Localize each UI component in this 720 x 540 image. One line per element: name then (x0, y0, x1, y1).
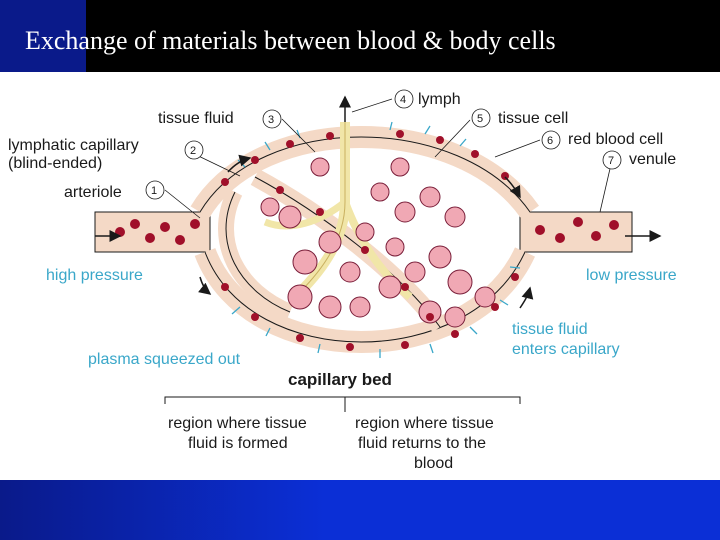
label-tissue-cell: tissue cell (498, 110, 568, 127)
label-arteriole: arteriole (64, 184, 122, 201)
label-region-returns-2: fluid returns to the (358, 435, 486, 452)
capillary-bed-diagram: 3 4 5 6 7 2 1 tissue fluid lymph tissue … (0, 72, 720, 480)
flow-arrow-bottom-right (520, 288, 530, 308)
label-blind-ended: (blind-ended) (8, 155, 102, 172)
slide-title: Exchange of materials between blood & bo… (25, 26, 556, 56)
label-tissue-fluid: tissue fluid (158, 110, 234, 127)
label-region-returns-3: blood (414, 455, 453, 472)
label-capillary-bed: capillary bed (288, 370, 392, 389)
badge-4: 4 (400, 94, 406, 106)
tissue-cells (261, 158, 495, 327)
badge-5: 5 (477, 113, 483, 125)
badge-7: 7 (608, 155, 614, 167)
footer-bar (0, 480, 720, 540)
label-high-pressure: high pressure (46, 267, 143, 284)
label-region-formed-1: region where tissue (168, 415, 307, 432)
label-low-pressure: low pressure (586, 267, 677, 284)
badge-2: 2 (190, 145, 196, 157)
badge-1: 1 (151, 185, 157, 197)
label-region-formed-2: fluid is formed (188, 435, 288, 452)
label-region-returns-1: region where tissue (355, 415, 494, 432)
badge-3: 3 (268, 114, 274, 126)
label-plasma-squeezed-out: plasma squeezed out (88, 351, 241, 368)
label-tissue-fluid-enters-2: enters capillary (512, 341, 620, 358)
label-lymph: lymph (418, 91, 461, 108)
arteriole-vessel (95, 212, 210, 252)
region-bracket (165, 397, 520, 412)
label-lymphatic-capillary: lymphatic capillary (8, 137, 139, 154)
label-venule: venule (629, 151, 676, 168)
diagram-panel: 3 4 5 6 7 2 1 tissue fluid lymph tissue … (0, 72, 720, 480)
label-tissue-fluid-enters-1: tissue fluid (512, 321, 588, 338)
badge-6: 6 (547, 135, 553, 147)
capillary-top (200, 137, 530, 212)
label-red-blood-cell: red blood cell (568, 131, 663, 148)
